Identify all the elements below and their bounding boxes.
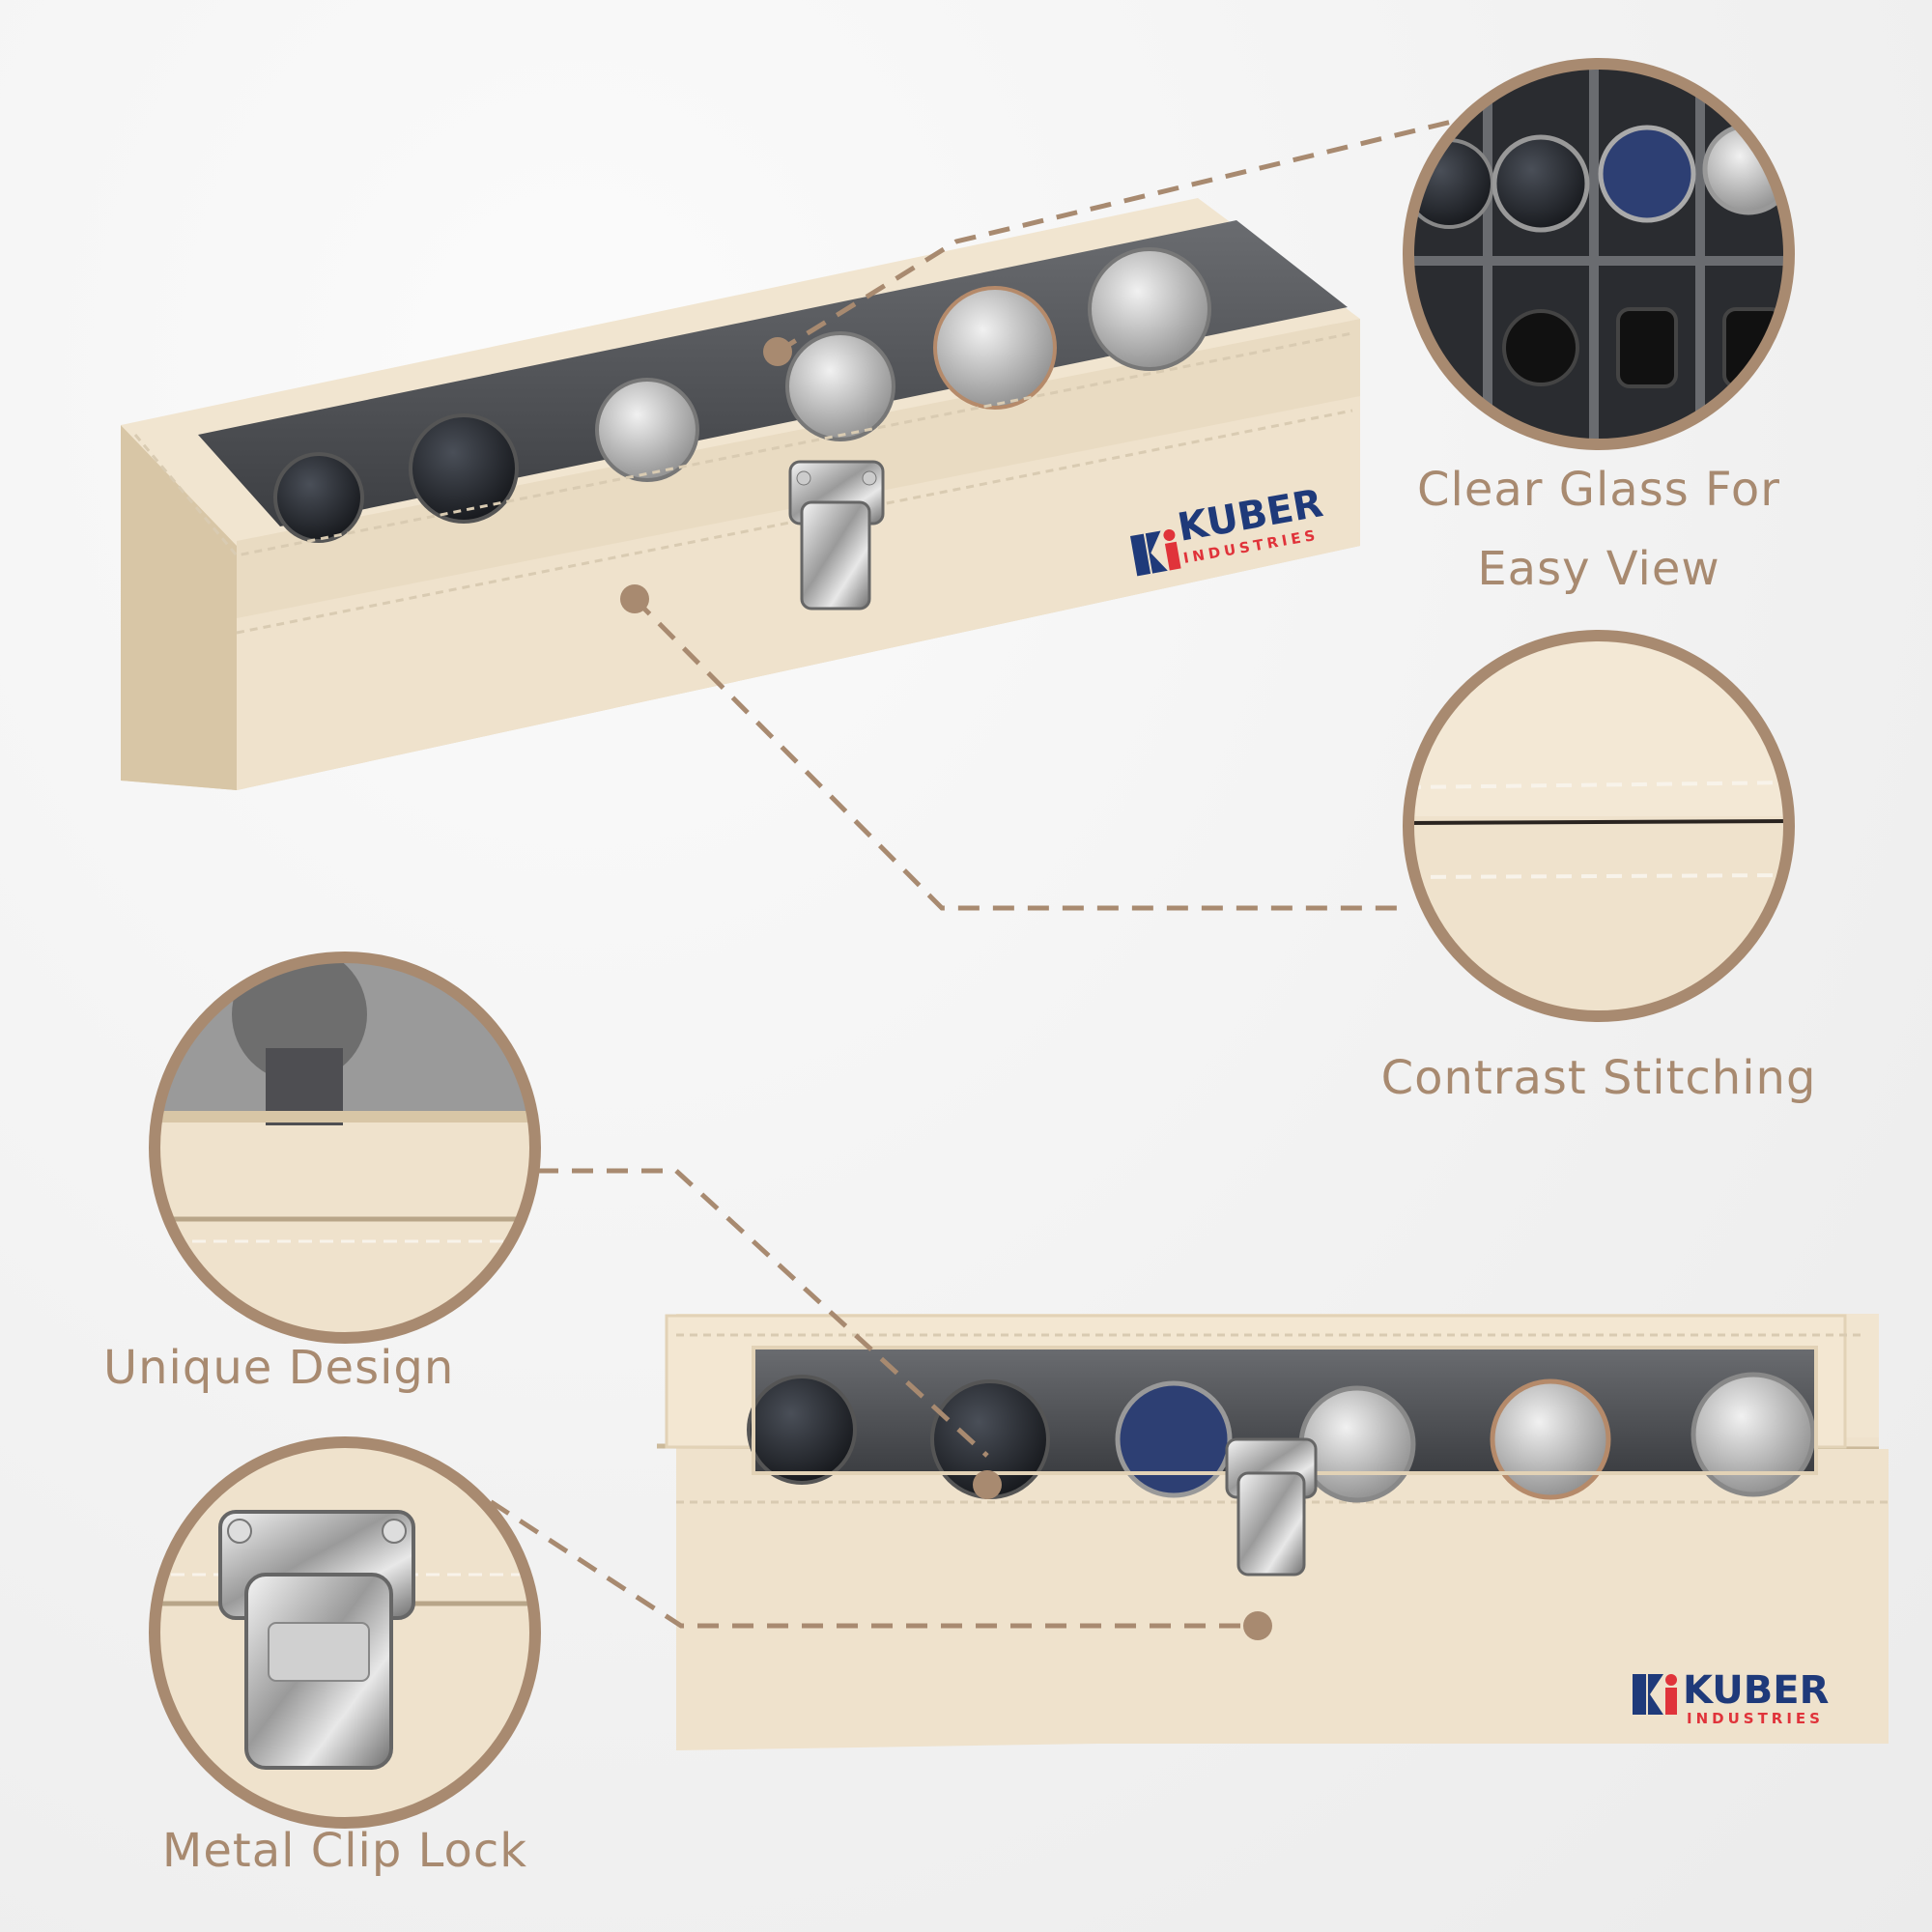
connector-clear-glass [776, 118, 1457, 355]
callout-connectors [460, 118, 1457, 1629]
bottom-box-clip-lock [1225, 1437, 1318, 1577]
dot-stitching [620, 584, 649, 613]
bottom-box-logo-name: KUBER [1683, 1668, 1829, 1713]
caption-clear-glass-line2: Easy View [1477, 542, 1720, 596]
connector-unique-design [502, 1168, 989, 1458]
watch-grid-closeup-icon [1403, 58, 1795, 450]
stitching-closeup-icon [1403, 630, 1795, 1022]
caption-clip-lock: Metal Clip Lock [161, 1824, 528, 1878]
clip-lock-closeup-icon [149, 1436, 541, 1829]
dot-unique-design [973, 1470, 1002, 1499]
callout-dots [620, 337, 1272, 1640]
watch-box-top: KUBER INDUSTRIES [121, 198, 1360, 790]
bottom-box-logo-sub: INDUSTRIES [1687, 1710, 1824, 1727]
top-box-logo [1130, 528, 1181, 577]
top-box-clip-lock [788, 460, 885, 611]
caption-unique-design: Unique Design [103, 1341, 455, 1395]
watch-box-bottom: KUBER INDUSTRIES [656, 1314, 1889, 1750]
dot-clip-lock [1243, 1611, 1272, 1640]
bottom-box-logo [1633, 1674, 1677, 1715]
lid-edge-closeup-icon [149, 952, 541, 1344]
dot-clear-glass [763, 337, 792, 366]
caption-clear-glass-line1: Clear Glass For [1416, 463, 1780, 517]
connector-stitching [633, 597, 1407, 911]
connector-clip-lock [460, 1480, 1258, 1629]
caption-stitching: Contrast Stitching [1380, 1051, 1817, 1105]
caption-clear-glass: Clear Glass For Easy View [1406, 450, 1792, 609]
top-box-watches [273, 247, 1211, 543]
